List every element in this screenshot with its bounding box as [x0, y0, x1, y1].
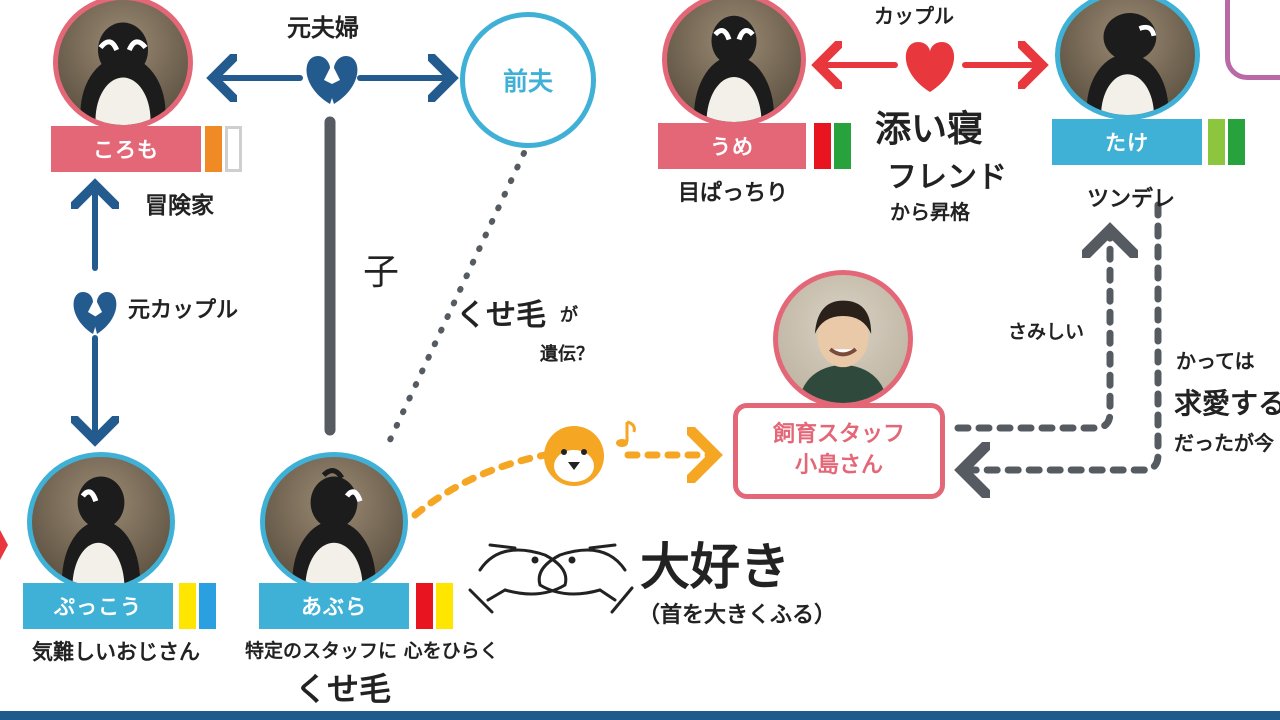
- abura-photo: [260, 452, 408, 592]
- cosleep-label-3: から昇格: [890, 200, 970, 224]
- koromo-photo: [53, 0, 193, 130]
- courted-dotted-arrow: [962, 201, 1162, 470]
- love-dotted-arrow-a: [411, 451, 549, 519]
- bowing-penguins-doodle: [468, 543, 634, 614]
- former-spouses-label: 元夫婦: [287, 14, 359, 42]
- cosleep-label-1: 添い寝: [875, 109, 984, 150]
- tag-color: [416, 583, 433, 629]
- inherit-label-3: 遺伝？: [540, 344, 594, 365]
- offscreen-node-frame: [1225, 0, 1280, 80]
- take-tags: [1208, 119, 1245, 165]
- staff-photo: [773, 270, 913, 408]
- lonely-dotted-arrow: [954, 230, 1110, 432]
- child-label: 子: [363, 252, 400, 293]
- tag-color: [1228, 119, 1245, 165]
- tag-color: [199, 583, 216, 629]
- tag-color: [814, 123, 831, 169]
- abura-trait: 特定のスタッフに 心をひらく: [245, 640, 499, 662]
- staff-node: 飼育スタッフ 小島さん: [733, 403, 945, 499]
- abura-name: あぶら: [259, 583, 409, 629]
- tag-color: [225, 126, 242, 172]
- take-trait: ツンデレ: [1087, 187, 1176, 212]
- courted-label-1: かっては: [1176, 349, 1255, 373]
- koromo-tags: [205, 126, 242, 172]
- pukkou-tags: [179, 583, 216, 629]
- tag-color: [436, 583, 453, 629]
- love-sublabel: （首を大きくふる）: [638, 603, 837, 628]
- ex-husband-label: 前夫: [502, 67, 553, 96]
- ume-name: うめ: [658, 123, 806, 169]
- lonely-label: さみしい: [1008, 321, 1085, 343]
- courted-label-2: 求愛する: [1174, 387, 1280, 420]
- pukkou-photo: [27, 452, 175, 592]
- bottom-strip: [0, 711, 1280, 720]
- broken-heart-icon: [73, 292, 98, 334]
- inherit-label-2: が: [560, 305, 578, 326]
- tag-color: [834, 123, 851, 169]
- inherit-label-1: くせ毛: [456, 298, 546, 333]
- take-photo: [1055, 0, 1200, 120]
- koromo-trait: 冒険家: [145, 193, 214, 219]
- love-label: 大好き: [640, 538, 790, 596]
- ex-husband-node: 前夫: [460, 12, 596, 148]
- music-note-icon: [616, 420, 636, 447]
- abura-tags: [416, 583, 453, 629]
- pukkou-trait: 気難しいおじさん: [32, 640, 200, 664]
- staff-name: 小島さん: [794, 453, 883, 478]
- tag-color: [179, 583, 196, 629]
- take-name: たけ: [1052, 119, 1202, 165]
- broken-heart-icon: [306, 56, 336, 104]
- courted-label-3: だったが今: [1174, 431, 1274, 455]
- offscreen-heart-fragment: [0, 530, 8, 560]
- ume-tags: [814, 123, 851, 169]
- pukkou-name: ぷっこう: [23, 583, 173, 629]
- ume-trait: 目ぱっちり: [678, 181, 789, 206]
- staff-role: 飼育スタッフ: [772, 422, 905, 448]
- abura-trait-2: くせ毛: [295, 670, 392, 708]
- koromo-name: ころも: [51, 126, 201, 172]
- ume-photo: [662, 0, 806, 127]
- penguin-face-icon: [544, 426, 604, 486]
- former-couple-label: 元カップル: [128, 298, 239, 323]
- tag-color: [205, 126, 222, 172]
- heart-icon: [905, 42, 955, 92]
- tag-color: [1208, 119, 1225, 165]
- couple-label: カップル: [874, 4, 954, 28]
- cosleep-label-2: フレンド: [887, 160, 1007, 195]
